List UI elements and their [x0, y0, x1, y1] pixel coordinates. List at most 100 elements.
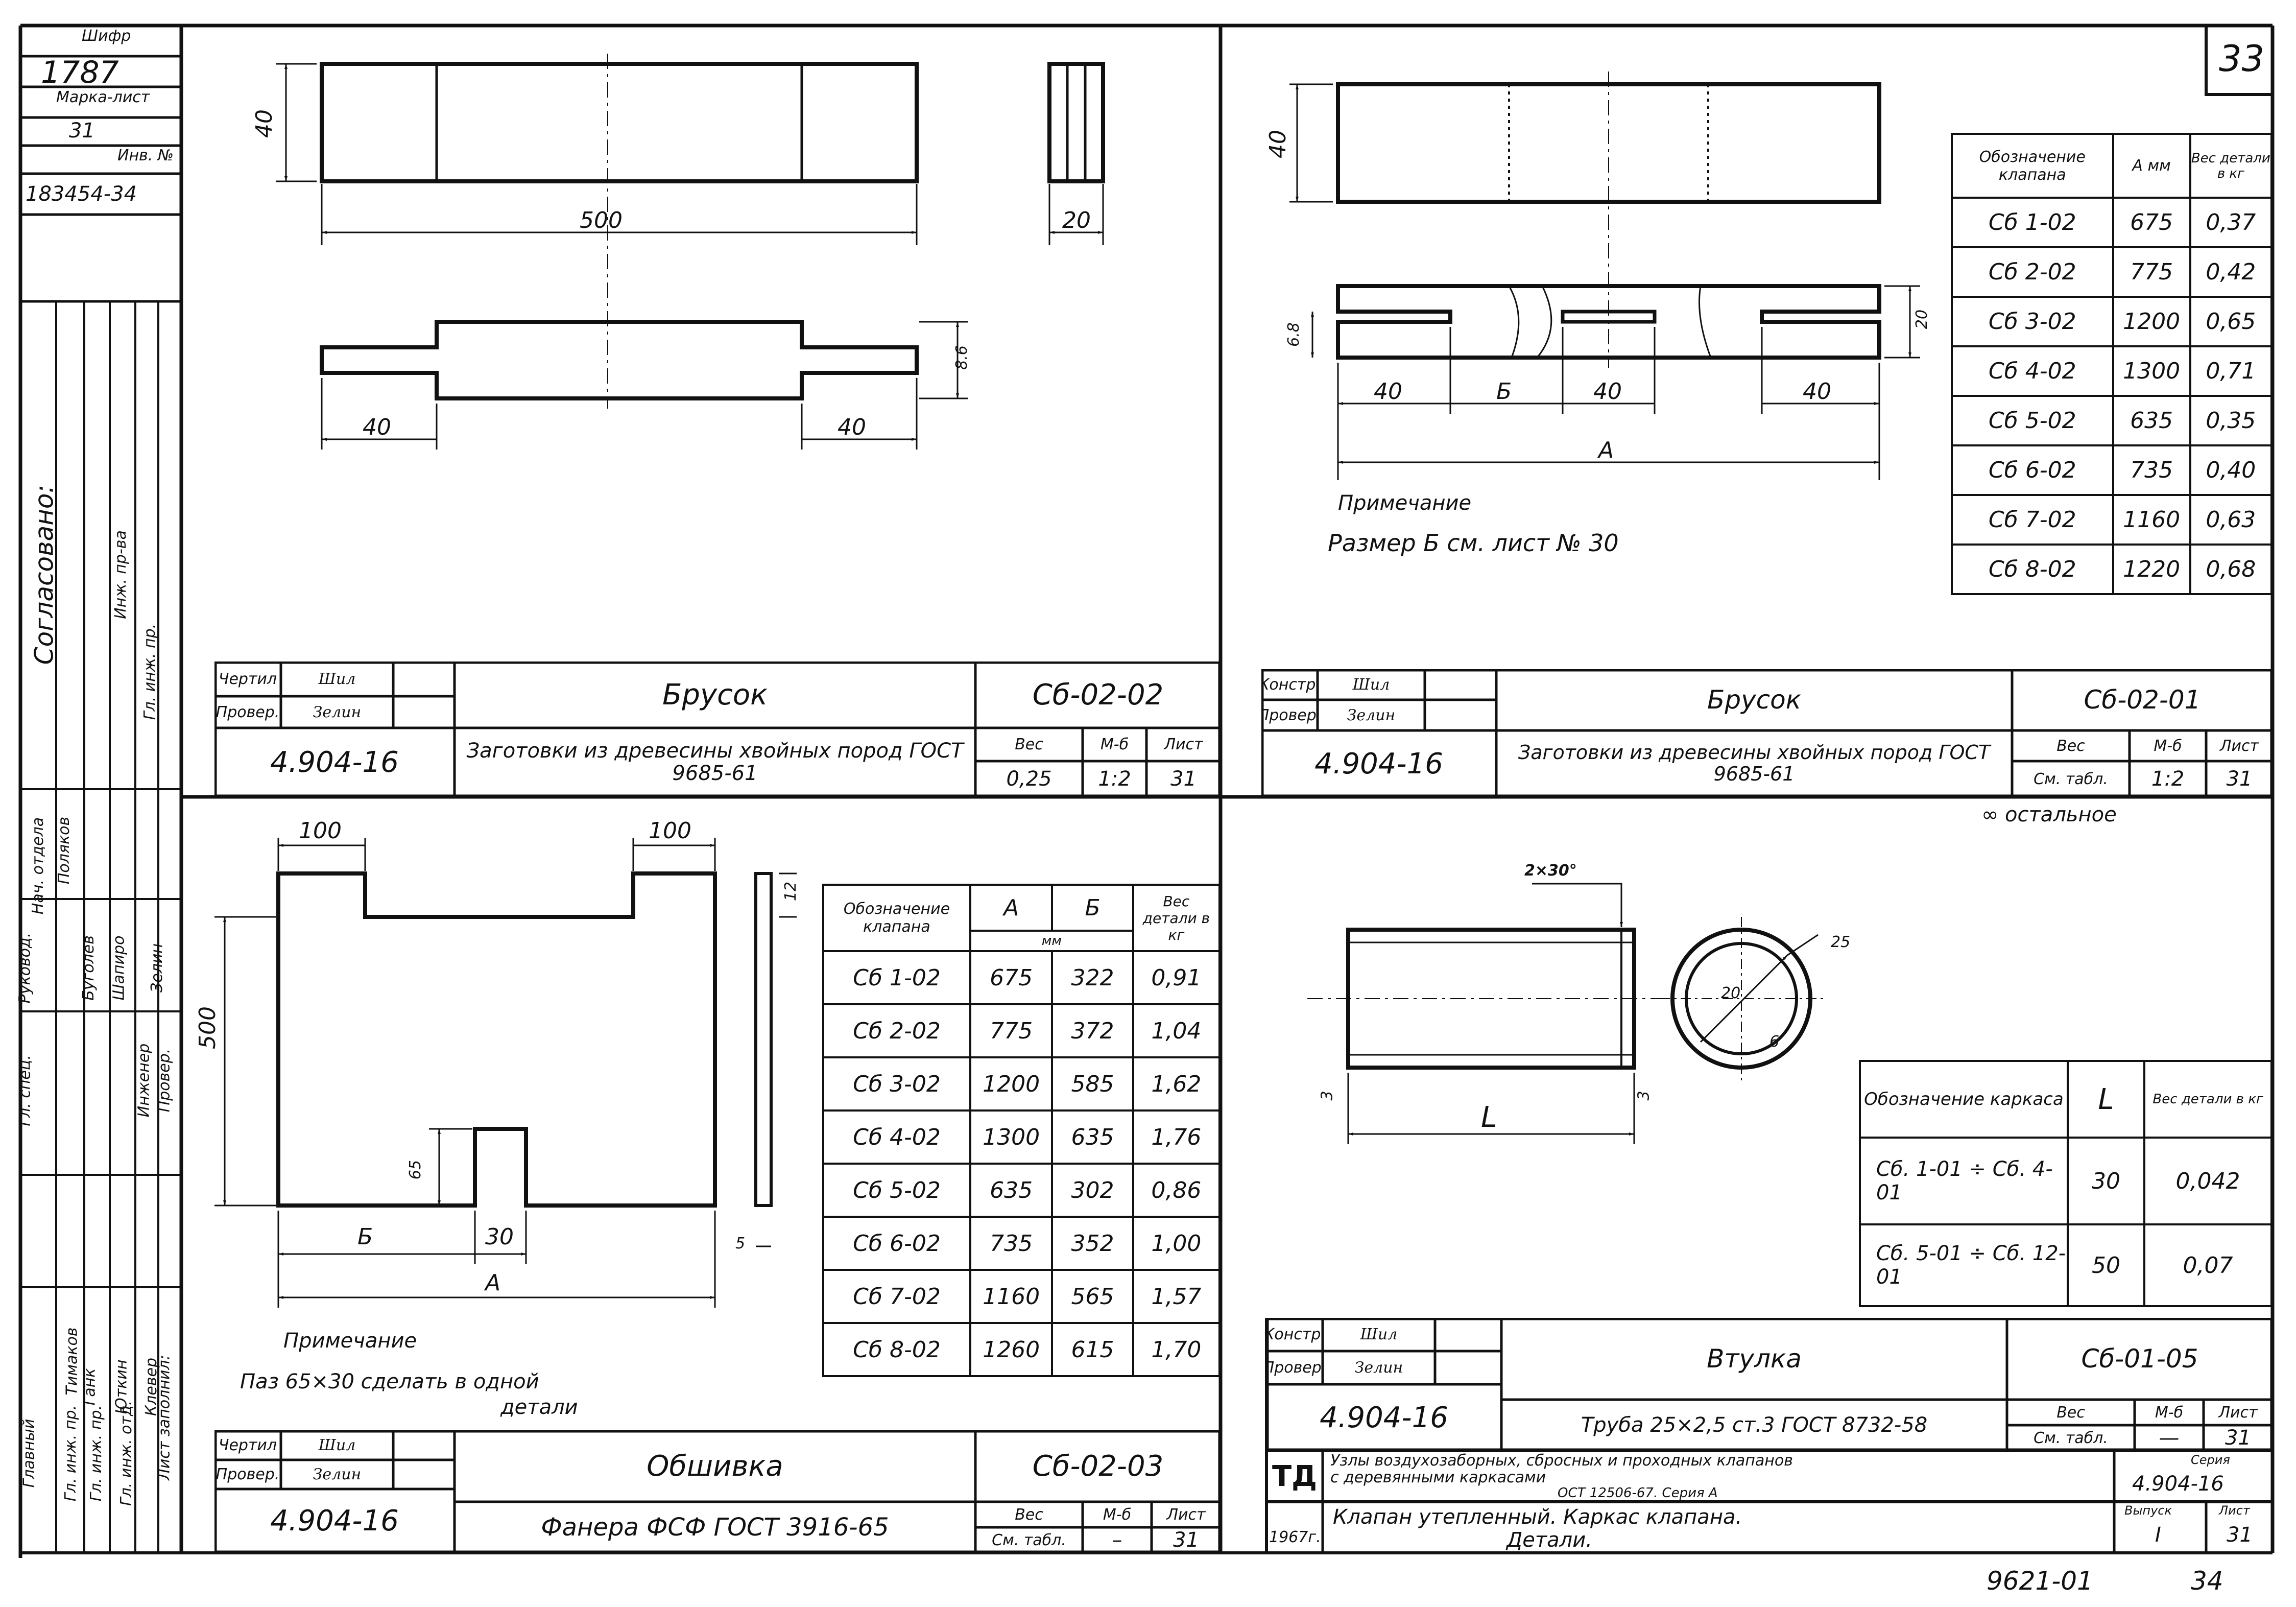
strip-extra: Гл. инж. пр. [141, 623, 159, 720]
table-cell: 0,91 [1132, 950, 1221, 1005]
q4-dim-L: L [1481, 1101, 1497, 1134]
q2-dim-a: А [1598, 437, 1614, 463]
q4-th-oboz: Обозначение каркаса [1859, 1060, 2069, 1139]
strip-extra: Зелин [148, 943, 166, 992]
table-cell: 0,042 [2143, 1137, 2273, 1225]
strip-role: Гл. инж. пр. [62, 1405, 80, 1502]
q4-dim-20: 20 [1721, 984, 1741, 1002]
q3-note-title: Примечание [283, 1329, 417, 1353]
q1-stamp-h-ves: Вес [1015, 736, 1043, 753]
q3-stamp-ves: См. табл. [992, 1531, 1066, 1549]
q3-stamp-row1-label: Чертил [218, 1436, 277, 1454]
q4-stamp-sign1: Шил [1360, 1326, 1398, 1343]
q4-dim-chamfer: 2×30° [1524, 862, 1577, 880]
q1-dim-left: 40 [363, 414, 391, 440]
table-cell: 1160 [969, 1269, 1054, 1324]
strip-role: Руковод. [16, 932, 34, 1004]
q2-th-ves: Вес детали в кг [2189, 133, 2273, 199]
table-cell: 675 [2112, 197, 2191, 248]
q3-dim-100a: 100 [299, 818, 342, 844]
q2-stamp-series: 4.904-16 [1314, 747, 1443, 781]
q1-stamp-row1-label: Чертил [218, 670, 277, 688]
bottom-page: 34 [2191, 1566, 2223, 1596]
q3-stamp-h-mb: М-б [1103, 1505, 1132, 1524]
q2-table: Обозначение клапана А мм Вес детали в кг… [1951, 133, 2273, 595]
q4-stamp-h-list: Лист [2218, 1403, 2258, 1422]
q1-stamp-material: Заготовки из древесины хвойных пород ГОС… [466, 739, 964, 785]
table-cell: Сб 1-02 [1951, 197, 2114, 248]
q4-stamp-list: 31 [2225, 1426, 2251, 1450]
q2-stamp-sign1: Шил [1352, 675, 1390, 694]
q2-stamp-h-mb: М-б [2154, 737, 2182, 755]
q2-stamp-lines [1261, 669, 2273, 797]
q3-dim-b: Б [357, 1224, 373, 1250]
table-cell: 1,76 [1132, 1109, 1221, 1165]
table-cell: Сб. 5-01 ÷ Сб. 12-01 [1859, 1223, 2069, 1307]
q4-stamp-title: Втулка [1707, 1344, 1802, 1374]
q3-note-text1: Паз 65×30 сделать в одной [240, 1370, 539, 1393]
strip-bottom-label: Лист заполнил: [155, 1355, 174, 1480]
table-cell: 1220 [2112, 543, 2191, 595]
strip-role: Нач. отдела [29, 817, 47, 915]
q2-th-oboz: Обозначение клапана [1951, 133, 2114, 199]
table-cell: 775 [2112, 246, 2191, 298]
q4-th-l: L [2066, 1060, 2146, 1139]
q4-dim-3a: 3 [1318, 1091, 1336, 1101]
shifr-label: Шифр [82, 27, 131, 45]
q2-dim-40b: 40 [1593, 379, 1622, 405]
q2-th-a: А мм [2112, 133, 2191, 199]
table-cell: 352 [1051, 1216, 1134, 1271]
table-cell: 635 [2112, 395, 2191, 446]
table-cell: 615 [1051, 1322, 1134, 1377]
q3-stamp-lines [214, 1430, 1221, 1553]
sheet-number: 33 [2219, 38, 2265, 80]
td-line3: ОСТ 12506-67. Серия А [1558, 1485, 1718, 1501]
q2-stamp-h-list: Лист [2219, 737, 2259, 755]
table-cell: 302 [1051, 1163, 1134, 1218]
q4-stamp: Констр. Провер. Шил Зелин Втулка Сб-01-0… [1266, 1318, 2273, 1451]
table-cell: 1160 [2112, 494, 2191, 546]
q3-dim-12: 12 [782, 881, 800, 902]
q2-stamp-material: Заготовки из древесины хвойных пород ГОС… [1518, 741, 1991, 785]
table-cell: Сб 5-02 [1951, 395, 2114, 446]
table-cell: 1200 [969, 1056, 1054, 1112]
q4-stamp-code: Сб-01-05 [2081, 1344, 2198, 1374]
q3-dim-a: А [485, 1270, 501, 1296]
q1-stamp-ves: 0,25 [1006, 767, 1052, 791]
strip-extra: Инж. пр-ва [111, 530, 130, 619]
strip-extra: Провер. [155, 1048, 174, 1113]
q2-stamp-code: Сб-02-01 [2084, 685, 2201, 715]
table-cell: Сб 1-02 [822, 950, 971, 1005]
q4-stamp-lines [1266, 1318, 2273, 1451]
table-cell: Сб 7-02 [1951, 494, 2114, 546]
td-line2: с деревянными каркасами [1330, 1469, 1546, 1486]
td-line1: Узлы воздухозаборных, сбросных и проходн… [1330, 1452, 1793, 1470]
strip-name: Ганк [81, 1368, 99, 1406]
q3-table: Обозначение клапана А Б Вес детали в кг … [822, 884, 1221, 1377]
q1-stamp-h-list: Лист [1164, 736, 1203, 753]
td-object2: Детали. [1506, 1528, 1592, 1552]
table-cell: 675 [969, 950, 1054, 1005]
table-cell: 1260 [969, 1322, 1054, 1377]
q2-note-title: Примечание [1338, 491, 1472, 515]
strip-name: Юткин [112, 1359, 131, 1414]
strip-name: Буголев [79, 935, 98, 1001]
q1-stamp-lines [214, 661, 1221, 797]
q3-stamp-mb: – [1112, 1528, 1122, 1552]
q1-stamp-row2-label: Провер. [216, 703, 280, 721]
td-object: Клапан утепленный. Каркас клапана. [1333, 1505, 1742, 1529]
q3-stamp-row2-label: Провер. [216, 1466, 280, 1483]
strip-role: Гл. инж. отд. [117, 1400, 136, 1506]
q3-stamp-code: Сб-02-03 [1032, 1449, 1164, 1483]
table-cell: 1,62 [1132, 1056, 1221, 1112]
table-cell: Сб 4-02 [1951, 345, 2114, 397]
q1-stamp-h-mb: М-б [1100, 736, 1129, 753]
q4-dim-6: 6 [1769, 1033, 1780, 1051]
strip-extra: Инженер [135, 1043, 153, 1118]
table-cell: 1300 [2112, 345, 2191, 397]
table-cell: Сб 8-02 [1951, 543, 2114, 595]
